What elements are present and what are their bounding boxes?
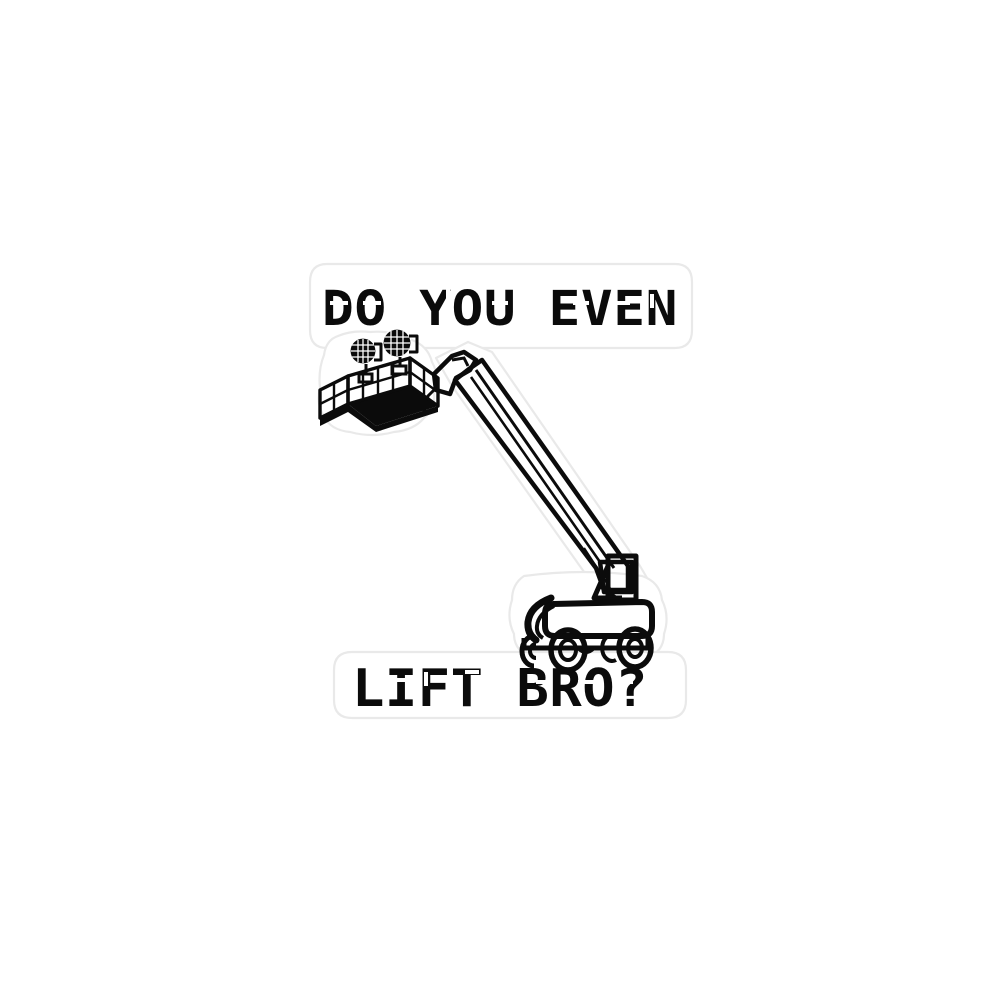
chassis-cowling-inner bbox=[534, 604, 555, 640]
wheel-front-right-tire bbox=[616, 626, 654, 670]
basket-mesh-right bbox=[408, 356, 440, 408]
wheel-front-left-tire bbox=[600, 633, 617, 663]
work-light-left-bracket bbox=[357, 364, 374, 384]
bottom-text-stencil-breaks bbox=[389, 670, 652, 688]
top-text-stencil-breaks bbox=[330, 288, 654, 310]
wheel-front-right-hub bbox=[626, 637, 644, 659]
wheel-front-left bbox=[600, 633, 617, 663]
boom-inner-section bbox=[474, 369, 616, 569]
basket-right-frame bbox=[408, 356, 440, 408]
wheel-rear-left-hub bbox=[528, 642, 537, 660]
basket-floor bbox=[348, 386, 438, 426]
bottom-text-group: LIFT BRO? bbox=[352, 659, 652, 719]
work-light-right-housing bbox=[409, 334, 419, 354]
jib-arm bbox=[431, 349, 479, 397]
wheel-rear-right bbox=[548, 627, 588, 673]
work-light-right-lens-inner bbox=[382, 328, 412, 358]
wheel-rear-left-tire bbox=[519, 633, 535, 669]
basket-left-slab bbox=[320, 404, 348, 426]
boom-lift-illustration bbox=[318, 328, 655, 673]
work-light-left-grille bbox=[351, 339, 375, 363]
work-light-right bbox=[382, 328, 419, 376]
work-light-right-bracket bbox=[390, 357, 408, 376]
work-light-right-grille bbox=[384, 330, 410, 356]
die-cut-bottom-banner bbox=[332, 650, 688, 720]
basket-floor-front bbox=[376, 406, 438, 432]
wheel-front-right bbox=[616, 626, 654, 670]
basket-floor-slab bbox=[348, 404, 376, 432]
bottom-text: LIFT BRO? bbox=[352, 659, 648, 719]
wheel-rear-right-tire bbox=[548, 627, 588, 673]
turret-brace bbox=[598, 584, 618, 600]
wheel-rear-right-hub bbox=[558, 638, 578, 662]
top-text-group: DO YOU EVEN bbox=[322, 281, 678, 337]
jib-inner-line bbox=[451, 356, 470, 367]
top-text: DO YOU EVEN bbox=[322, 281, 678, 337]
work-light-left bbox=[349, 337, 383, 384]
work-light-left-housing bbox=[374, 342, 383, 362]
work-light-left-lens-inner bbox=[349, 337, 377, 365]
wheels-group bbox=[519, 626, 654, 673]
basket-right-grid bbox=[409, 368, 439, 396]
basket-left-grid bbox=[319, 383, 349, 411]
die-cut-top-banner bbox=[308, 262, 694, 350]
wheel-rear-left bbox=[519, 633, 537, 669]
